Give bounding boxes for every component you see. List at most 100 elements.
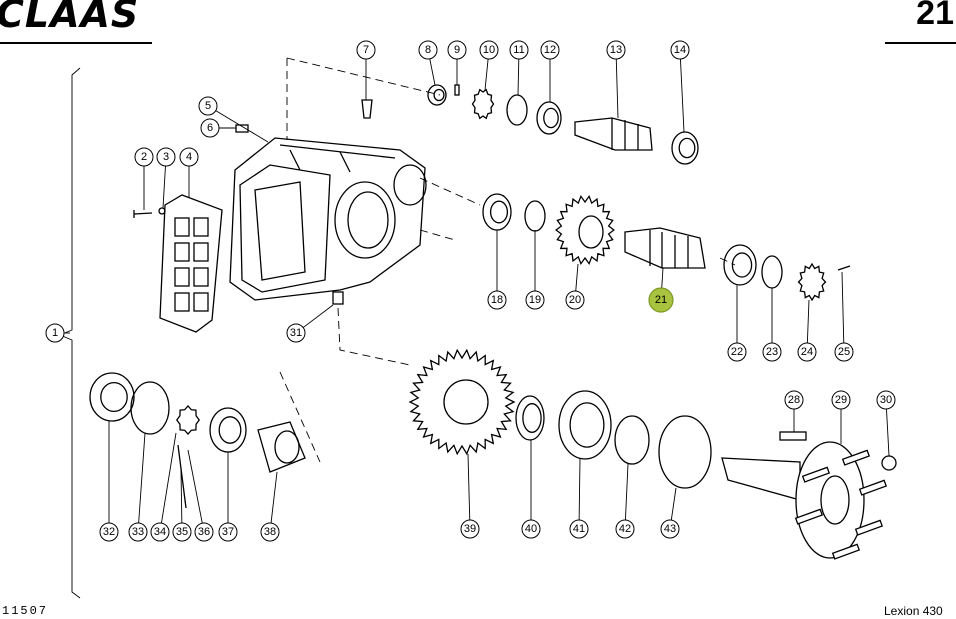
page-number: 21 — [916, 0, 954, 32]
callout-32: 32 — [99, 522, 119, 542]
callout-37: 37 — [218, 522, 238, 542]
callout-5: 5 — [198, 96, 218, 116]
svg-text:23: 23 — [766, 346, 778, 358]
svg-text:30: 30 — [880, 394, 892, 406]
assembly-line — [719, 257, 736, 266]
circlip-23 — [761, 255, 783, 289]
bearing — [536, 101, 562, 135]
coupling-38 — [257, 421, 306, 473]
svg-text:11: 11 — [513, 44, 524, 56]
washer — [158, 207, 166, 215]
nut-30 — [881, 455, 897, 471]
svg-text:3: 3 — [163, 151, 169, 163]
shaft-bearing — [671, 131, 699, 165]
callout-35: 35 — [172, 522, 192, 542]
leader-line-8 — [429, 58, 436, 86]
pin-25 — [837, 265, 851, 271]
callout-8: 8 — [418, 40, 438, 60]
svg-text:19: 19 — [529, 294, 541, 306]
svg-text:42: 42 — [619, 523, 631, 535]
key-pin — [454, 84, 460, 96]
svg-text:2: 2 — [141, 151, 147, 163]
callout-21: 21 — [648, 287, 674, 313]
flange-stud — [794, 508, 824, 525]
leader-line-11 — [517, 58, 520, 96]
svg-text:29: 29 — [835, 394, 847, 406]
large-gear-hub — [443, 379, 489, 425]
leader-line-34 — [160, 432, 177, 524]
spur-gear-20 — [555, 194, 615, 266]
callout-39: 39 — [460, 519, 480, 539]
callout-3: 3 — [156, 147, 176, 167]
snap-ring — [506, 94, 528, 126]
shim-43 — [658, 415, 712, 489]
svg-text:22: 22 — [731, 346, 743, 358]
callout-36: 36 — [194, 522, 214, 542]
leader-line-33 — [138, 432, 146, 524]
svg-text:43: 43 — [664, 523, 676, 535]
leader-line-13 — [615, 58, 619, 119]
svg-text:25: 25 — [838, 346, 850, 358]
callout-33: 33 — [128, 522, 148, 542]
leader-line-38 — [270, 471, 278, 524]
callout-28: 28 — [784, 390, 804, 410]
callout-19: 19 — [525, 290, 545, 310]
callout-25: 25 — [834, 342, 854, 362]
callout-24: 24 — [797, 342, 817, 362]
callout-11: 11 — [509, 40, 529, 60]
leader-line-10 — [484, 58, 489, 91]
callout-22: 22 — [727, 342, 747, 362]
bolt — [133, 210, 153, 218]
model-name: Lexion 430 — [884, 604, 943, 618]
parts-layer — [58, 57, 897, 599]
bearing-40 — [515, 395, 545, 441]
leader-line-43 — [670, 487, 677, 521]
leader-line-41 — [578, 458, 581, 521]
drain-plug — [332, 291, 344, 305]
callout-20: 20 — [565, 290, 585, 310]
flange-stud — [854, 519, 884, 536]
flange-stud — [831, 543, 861, 560]
svg-text:41: 41 — [573, 523, 585, 535]
svg-text:5: 5 — [205, 100, 211, 112]
leader-line-36 — [187, 449, 203, 524]
callout-4: 4 — [179, 147, 199, 167]
svg-text:32: 32 — [103, 526, 115, 538]
leader-lines-layer — [64, 58, 890, 524]
leader-line-39 — [467, 453, 471, 521]
input-shaft — [574, 117, 653, 151]
callout-43: 43 — [660, 519, 680, 539]
oil-seal-32 — [89, 372, 135, 422]
pin-35 — [177, 444, 187, 509]
svg-text:8: 8 — [425, 44, 431, 56]
gearbox-housing — [229, 137, 427, 301]
callout-9: 9 — [447, 40, 467, 60]
svg-text:38: 38 — [264, 526, 276, 538]
dog-clutch-24 — [797, 262, 827, 302]
callout-41: 41 — [569, 519, 589, 539]
output-flange — [721, 441, 888, 560]
svg-text:35: 35 — [176, 526, 188, 538]
callout-13: 13 — [606, 40, 626, 60]
flange-stud — [858, 479, 888, 496]
assembly-line — [286, 57, 441, 96]
spacer-42 — [614, 415, 650, 465]
leader-line-35 — [180, 469, 183, 524]
svg-text:37: 37 — [222, 526, 234, 538]
o-ring-33 — [130, 381, 170, 435]
leader-line-21 — [661, 267, 664, 292]
bearing-22 — [723, 244, 757, 286]
svg-text:13: 13 — [610, 44, 622, 56]
assembly-line — [279, 371, 321, 463]
plug — [235, 124, 249, 133]
callout-10: 10 — [479, 40, 499, 60]
leader-line-31 — [302, 304, 334, 328]
brand-logo: CLAAS — [0, 0, 140, 36]
svg-text:20: 20 — [569, 294, 581, 306]
bearing-41 — [558, 390, 612, 460]
svg-text:6: 6 — [207, 122, 213, 134]
splined-shaft-21 — [624, 227, 706, 269]
flange-stud — [841, 449, 871, 466]
callout-2: 2 — [134, 147, 154, 167]
